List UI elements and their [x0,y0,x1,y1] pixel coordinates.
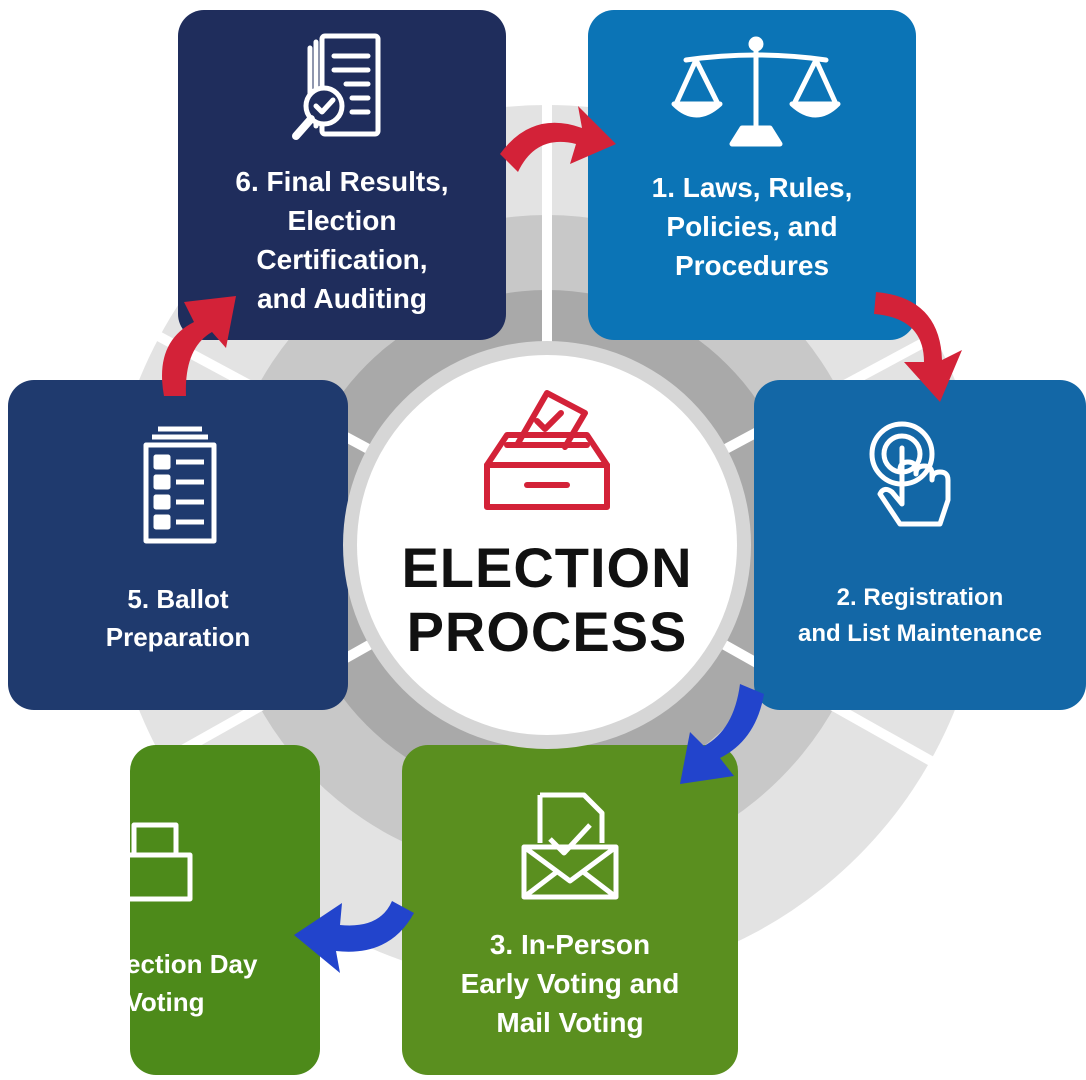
step-2-label: 2. Registration and List Maintenance [797,584,1043,647]
step-3-card: 3. In-Person Early Voting and Mail Votin… [402,745,738,1075]
scales-icon [671,36,841,147]
arrow-1-to-2 [874,292,962,402]
arrow-3-to-4 [294,901,414,973]
arrow-5-to-6 [162,296,236,396]
step-5-label: 5. Ballot Preparation [105,584,251,652]
diagram-title-line-1: ELECTION [401,536,693,599]
step-1-card: 1. Laws, Rules, Policies, and Procedures [588,10,916,340]
ballot-box-check-icon [484,390,610,510]
step-5-card: 5. Ballot Preparation [8,380,348,710]
center-circle: ELECTION PROCESS [357,355,737,735]
step-4-label: 4. Election Day Voting [130,949,258,1017]
arrow-2-to-3 [680,684,764,784]
ballot-sheet-icon [143,426,217,544]
diagram-title-line-2: PROCESS [406,600,688,663]
step-1-label: 1. Laws, Rules, Policies, and Procedures [651,172,853,281]
step-6-label: 6. Final Results, Election Certification… [235,166,449,314]
step-2-card: 2. Registration and List Maintenance [754,380,1086,710]
document-magnifier-icon [292,33,381,140]
mail-ballot-icon [521,792,619,900]
step-4-card: 4. Election Day Voting [130,745,320,1075]
touch-hand-icon [869,421,951,527]
ballot-box-icon [130,822,193,902]
step-6-card: 6. Final Results, Election Certification… [178,10,506,340]
step-3-label: 3. In-Person Early Voting and Mail Votin… [460,929,680,1038]
arrow-6-to-1 [500,106,616,172]
